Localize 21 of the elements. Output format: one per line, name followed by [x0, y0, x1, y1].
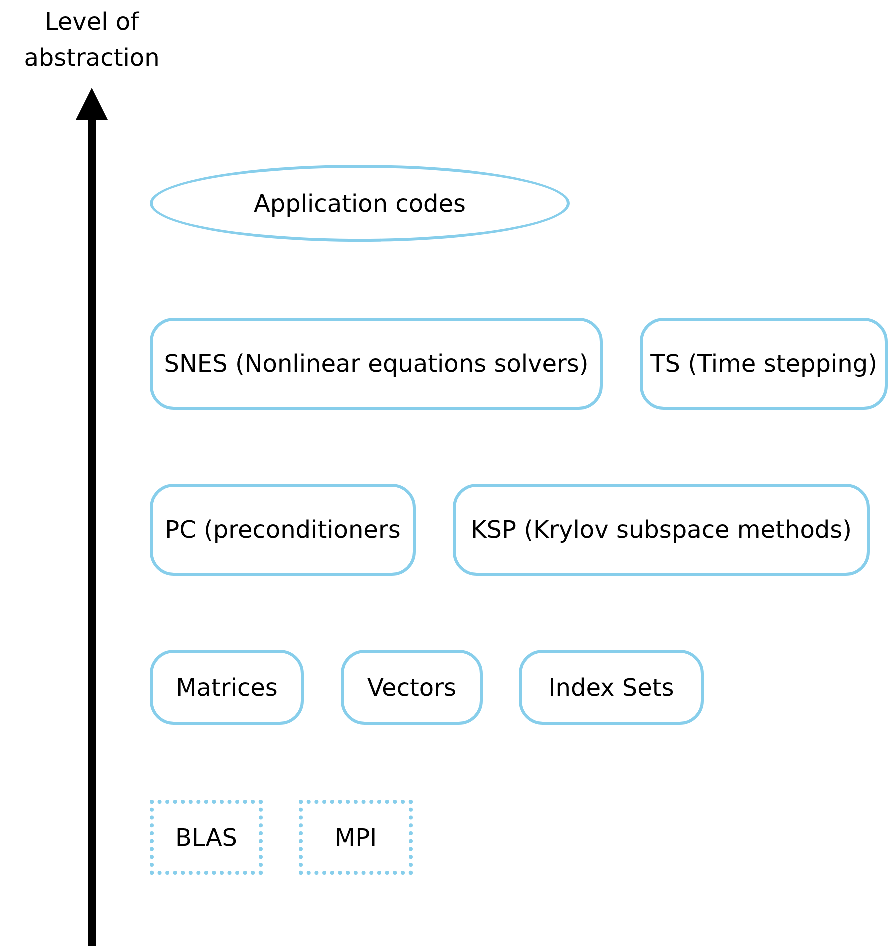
node-text: MPI [334, 822, 378, 854]
node-text: Application codes [252, 188, 468, 220]
node-text: Vectors [366, 672, 458, 704]
node-text: TS (Time stepping) [650, 349, 878, 380]
component-box [341, 650, 483, 725]
node-text: Matrices [175, 672, 279, 704]
node-text: SNES (Nonlinear equations solvers) [163, 349, 590, 380]
ellipse-node [150, 165, 570, 242]
component-box [640, 318, 888, 410]
external-library-box [299, 800, 413, 875]
axis-label: Level of abstraction [23, 7, 161, 74]
node-text: PC (preconditioners [164, 515, 402, 546]
component-box [519, 650, 704, 725]
component-box [150, 318, 603, 410]
node-text: BLAS [174, 822, 239, 854]
node-text: Index Sets [548, 672, 676, 704]
component-box [150, 650, 304, 725]
node-text: KSP (Krylov subspace methods) [470, 515, 853, 546]
component-box [150, 484, 416, 576]
external-library-box [150, 800, 263, 875]
component-box [453, 484, 870, 576]
